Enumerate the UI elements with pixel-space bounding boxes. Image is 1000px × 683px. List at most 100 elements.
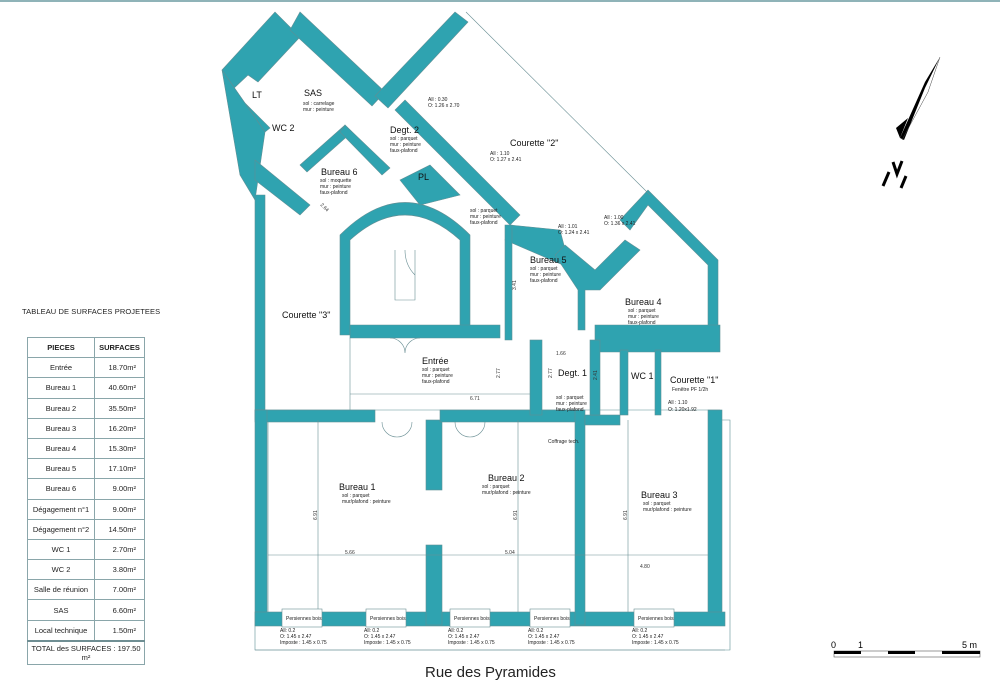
room-coffrage: Coffrage tech. xyxy=(548,439,579,445)
door-b1 xyxy=(381,421,413,438)
note: sol : carrelage xyxy=(303,101,335,107)
room-bureau6: Bureau 6 xyxy=(321,167,358,177)
note: O: 1.20x1.92 xyxy=(668,407,697,413)
window-opening xyxy=(365,608,407,628)
wall-b3-n xyxy=(584,414,621,426)
piece-surface: 6.60m² xyxy=(94,599,145,621)
window-note: All : 1.01 xyxy=(558,224,578,230)
door-b2 xyxy=(454,421,486,438)
wall-b2-b3 xyxy=(574,409,586,626)
window-opening xyxy=(281,608,323,628)
dim: 2.77 xyxy=(548,368,554,378)
note: faux-plafond xyxy=(422,379,450,385)
window-opening xyxy=(633,608,675,628)
table-total-row: TOTAL des SURFACES : 197.50 m² xyxy=(27,639,145,665)
wall-wc1-e xyxy=(654,349,662,416)
window-spec: Imposte : 1.45 x 0.75 xyxy=(632,640,679,646)
note: sol : parquet xyxy=(643,501,671,507)
room-pl: PL xyxy=(418,172,429,182)
note: Fenêtre PF 1/2h xyxy=(672,387,708,393)
dim: 3.41 xyxy=(512,280,518,290)
scale-label-0: 0 xyxy=(831,640,836,650)
dim: 6.91 xyxy=(623,510,629,520)
dim: 2.64 xyxy=(319,202,330,213)
note: faux-plafond xyxy=(390,148,418,154)
wall-stair xyxy=(339,202,471,336)
window-note: O: 1.36 x 2.41 xyxy=(604,221,636,227)
wall-b6-e xyxy=(339,124,391,176)
plan-lines xyxy=(255,11,725,651)
dim: 1.66 xyxy=(556,351,566,357)
note: faux-plafond xyxy=(470,220,498,226)
note: faux-plafond xyxy=(320,190,348,196)
wall-b1-w xyxy=(254,409,268,626)
wall-entree-n xyxy=(349,324,501,339)
wall-b5-w xyxy=(504,224,513,341)
window-spec: O: 1.45 x 2.47 xyxy=(448,634,480,640)
shutter-label: Persiennes bois xyxy=(454,616,490,622)
note: sol : parquet xyxy=(342,493,370,499)
wall-degt1-e xyxy=(589,339,601,416)
surface-table-title: TABLEAU DE SURFACES PROJETEES xyxy=(22,307,161,316)
room-bureau3: Bureau 3 xyxy=(641,490,678,500)
courette2-edge xyxy=(465,11,651,196)
wall-pl xyxy=(399,164,461,206)
street-name: Rue des Pyramides xyxy=(425,664,556,681)
dim: 2.41 xyxy=(593,370,599,380)
note: sol : parquet xyxy=(556,395,584,401)
north-arrow-icon xyxy=(881,56,941,189)
room-sas: SAS xyxy=(304,88,322,98)
top-border xyxy=(0,0,1000,2)
total-surfaces: TOTAL des SURFACES : 197.50 m² xyxy=(27,639,145,665)
shutter-label: Persiennes bois xyxy=(370,616,406,622)
note: mur : peinture xyxy=(303,107,334,113)
room-entree: Entrée xyxy=(422,356,449,366)
window-note: All : 1.00 xyxy=(604,215,624,221)
window-spec: All: 0.2 xyxy=(280,628,296,634)
wall-sas-ne xyxy=(289,11,386,107)
window-spec: O: 1.45 x 2.47 xyxy=(632,634,664,640)
window-note: All : 1.10 xyxy=(490,151,510,157)
window-spec: O: 1.45 x 2.47 xyxy=(280,634,312,640)
note: mur : peinture xyxy=(530,272,561,278)
window-spec: Imposte : 1.45 x 0.75 xyxy=(280,640,327,646)
scale-label-5: 5 m xyxy=(962,640,977,650)
note: faux-plafond xyxy=(628,320,656,326)
window-spec: All: 0.2 xyxy=(528,628,544,634)
room-labels: SAS sol : carrelage mur : peinture LT WC… xyxy=(252,88,718,513)
note: faux-plafond xyxy=(530,278,558,284)
dim: 2.77 xyxy=(496,368,502,378)
stair-core xyxy=(394,249,416,301)
window-note: O: 1.27 x 2.41 xyxy=(490,157,522,163)
note: mur : peinture xyxy=(320,184,351,190)
shutter-label: Persiennes bois xyxy=(638,616,674,622)
dim: 6.91 xyxy=(513,510,519,520)
window-note: O: 1.24 x 2.41 xyxy=(558,230,590,236)
note: sol : moquette xyxy=(320,178,352,184)
note: mur/plafond : peinture xyxy=(482,490,531,496)
wall-degt2-n xyxy=(374,11,469,109)
window-note: All : 0.30 xyxy=(428,97,448,103)
note: sol : parquet xyxy=(422,367,450,373)
wall-degt1-w xyxy=(529,339,543,416)
scale-bar: 0 1 5 m xyxy=(831,640,981,658)
dim: 5.04 xyxy=(505,550,515,556)
window-spec: All: 0.2 xyxy=(632,628,648,634)
door-entree xyxy=(389,337,421,354)
window-note: O: 1.26 x 2.70 xyxy=(428,103,460,109)
room-bureau5: Bureau 5 xyxy=(530,255,567,265)
note: All : 1.10 xyxy=(668,400,688,406)
